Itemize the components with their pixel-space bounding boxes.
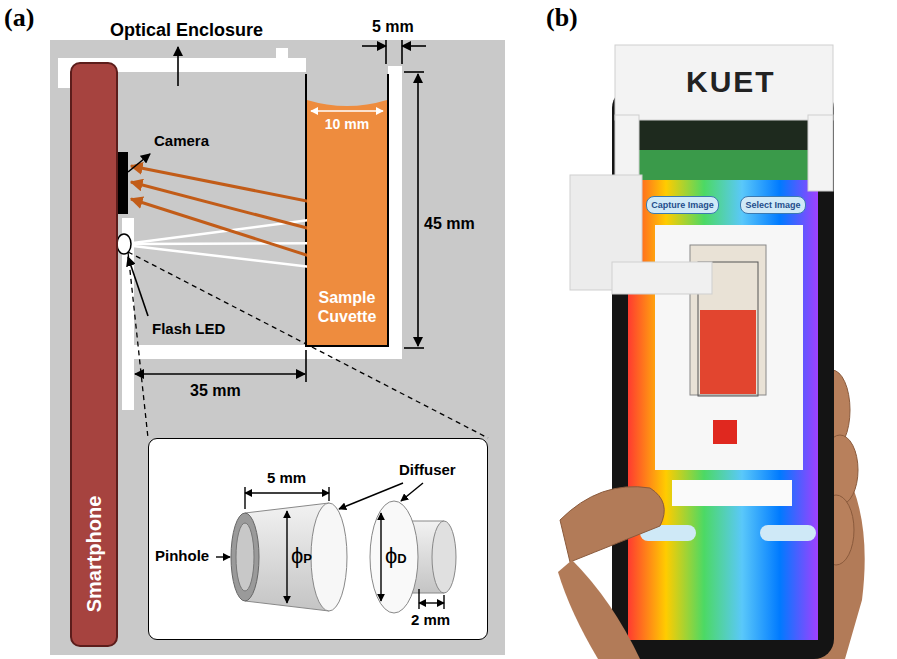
dimension-tick (404, 71, 424, 73)
holder-flange (612, 262, 712, 294)
dimension: 5 mm (372, 17, 414, 36)
part-name: Pinhole (155, 547, 209, 565)
part-name: Smartphone (82, 496, 106, 613)
leaders (128, 40, 488, 438)
leader-line (177, 47, 179, 86)
diffuser-stub-end (432, 521, 456, 593)
part-name: Diffuser (399, 461, 456, 479)
enclosure-clip (58, 58, 70, 88)
liquid (307, 100, 387, 345)
dimension-tick (385, 40, 387, 64)
holder-frame (808, 115, 833, 191)
inset-panel: 5 mm DiffuserPinhole ϕP ϕD 2 mm (148, 438, 488, 640)
leader-line (216, 556, 230, 557)
dimension-line (245, 492, 329, 493)
pinhole-opening (236, 523, 254, 591)
dimension-line (362, 45, 386, 47)
dimension: 45 mm (424, 214, 475, 233)
part-name: Flash LED (152, 320, 225, 338)
app-header (628, 150, 818, 180)
result-field (672, 480, 792, 506)
color-swatch (713, 420, 737, 444)
app-button: Select Image (740, 196, 806, 214)
part-name: Sample Cuvette (307, 288, 387, 326)
zoom-line (128, 252, 148, 438)
dimension-line (380, 513, 381, 601)
flash-led (117, 234, 131, 254)
diffuser-disc (370, 501, 418, 613)
dimension-line (286, 511, 287, 603)
part-name: Optical Enclosure (110, 20, 263, 42)
camera (117, 152, 128, 214)
pinhole-rim (231, 513, 259, 601)
panel-letter: (a) (4, 2, 34, 33)
diameter-symbol: ϕD (385, 543, 407, 569)
diameter-symbol: ϕP (291, 543, 312, 569)
leader-line (401, 483, 423, 501)
dimension: 35 mm (190, 381, 241, 400)
enclosure-bottom (134, 345, 402, 359)
device-photo (558, 45, 865, 659)
dimension-tick (244, 487, 245, 509)
dimension: 5 mm (267, 469, 306, 487)
cuvette-wall (387, 74, 389, 347)
dimension-tick (401, 40, 403, 64)
dimension-line (402, 45, 426, 47)
dimension: 10 mm (307, 116, 387, 133)
dimension: 2 mm (411, 611, 450, 629)
cuvette-walls (306, 74, 388, 347)
dimension-tick (328, 487, 329, 501)
enclosure-right (388, 66, 402, 359)
leader-line (128, 154, 150, 172)
button-label: Capture Image (651, 200, 714, 211)
thumb (560, 487, 664, 562)
sample-cuvette: 10 mm Sample Cuvette (307, 92, 387, 345)
dimension-line (311, 110, 383, 112)
panel-ground (50, 40, 505, 655)
dimension-line (417, 74, 419, 346)
dimension-tick (305, 350, 307, 382)
holder-top (615, 45, 833, 120)
app-button: Capture Image (646, 196, 719, 214)
part-name: Camera (154, 132, 209, 150)
button-label: Select Image (745, 200, 800, 211)
smartphone-body: Smartphone (70, 62, 118, 647)
cuvette-wall (305, 74, 307, 347)
printed-holder (570, 45, 833, 294)
leader-line (339, 483, 403, 509)
panel-letter: (b) (546, 2, 578, 33)
phone-body (612, 88, 834, 659)
status-bar (628, 120, 818, 150)
captured-liquid (700, 310, 756, 394)
dimension-tick (443, 595, 444, 609)
dimension-tick (418, 589, 419, 609)
logo-text: KUET (686, 64, 776, 100)
leader-line (128, 257, 148, 316)
dimension-line (419, 602, 444, 603)
enclosure-tab (276, 48, 288, 60)
cuvette-wall (306, 345, 388, 347)
dimension-line (135, 373, 305, 375)
palm (558, 560, 640, 659)
phone-screen (628, 120, 818, 640)
app-button-shape (760, 525, 816, 541)
diffuser-face (311, 503, 347, 611)
dimension-tick (404, 347, 424, 349)
